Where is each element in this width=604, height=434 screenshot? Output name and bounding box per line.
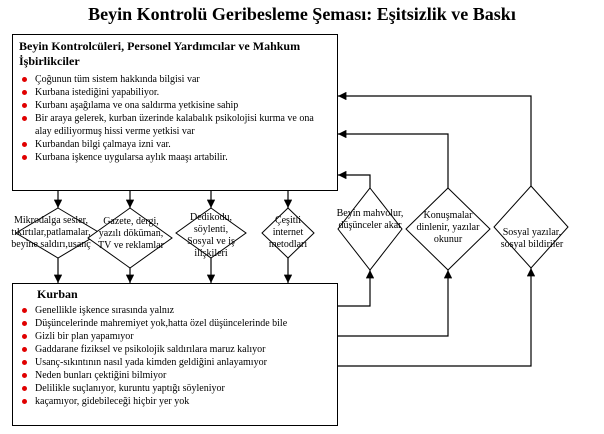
controllers-item: Kurbana istediğini yapabiliyor. bbox=[19, 86, 331, 99]
channel-label-microwave: Mikrodalga sesler, tıkırtılar,patlamalar… bbox=[11, 215, 91, 250]
feedback-label-speech: Konuşmalar dinlenir, yazılar okunur bbox=[416, 210, 480, 245]
diagram-title: Beyin Kontrolü Geribesleme Şeması: Eşits… bbox=[88, 4, 516, 24]
victim-item: Usanç-sıkıntının nasıl yada kimden geldi… bbox=[19, 356, 331, 369]
victim-item: Gaddarane fiziksel ve psikolojik saldırı… bbox=[19, 343, 331, 356]
feedback-line-2-a bbox=[338, 270, 453, 337]
feedback-line-3-b bbox=[338, 91, 532, 186]
feedback-label-brain: Beyin mahvolur, düşünceler akar bbox=[336, 208, 404, 231]
channel-label-media: Gazete, dergi, yazılı döküman, TV ve rek… bbox=[98, 216, 164, 251]
controllers-item: Bir araya gelerek, kurban üzerinde kalab… bbox=[19, 112, 331, 138]
controllers-item: Kurbana işkence uygularsa aylık maaşı ar… bbox=[19, 151, 331, 164]
feedback-line-3-a bbox=[338, 268, 536, 367]
feedback-line-1-a bbox=[338, 270, 375, 307]
victim-box: Kurban Genellikle işkence sırasında yaln… bbox=[12, 283, 338, 426]
victim-item: Genellikle işkence sırasında yalnız bbox=[19, 304, 331, 317]
controllers-item: Kurbandan bilgi çalmaya izni var. bbox=[19, 138, 331, 151]
diamond-down-3 bbox=[175, 207, 247, 259]
controllers-item: Çoğunun tüm sistem hakkında bilgisi var bbox=[19, 73, 331, 86]
feedback-line-2-b bbox=[338, 129, 449, 188]
diamond-down-2 bbox=[87, 207, 173, 269]
diamond-down-1 bbox=[15, 207, 101, 259]
victim-item: kaçamıyor, gidebileceği hiçbir yer yok bbox=[19, 395, 331, 408]
victim-item: Gizli bir plan yapamıyor bbox=[19, 330, 331, 343]
diamond-up-3 bbox=[493, 185, 569, 269]
diamond-up-2 bbox=[405, 187, 491, 271]
feedback-label-social: Sosyal yazılar, sosyal bildiriler bbox=[500, 227, 564, 250]
channel-label-gossip: Dedikodu, söylenti, Sosyal ve iş ilişkil… bbox=[187, 212, 235, 259]
feedback-line-1-b bbox=[338, 170, 371, 188]
controllers-box: Beyin Kontrolcüleri, Personel Yardımcıla… bbox=[12, 34, 338, 191]
victim-item: Düşüncelerinde mahremiyet yok,hatta özel… bbox=[19, 317, 331, 330]
controllers-header: Beyin Kontrolcüleri, Personel Yardımcıla… bbox=[19, 39, 301, 68]
controllers-item: Kurbanı aşağılama ve ona saldırma yetkis… bbox=[19, 99, 331, 112]
victim-header: Kurban bbox=[37, 287, 78, 301]
diamond-up-1 bbox=[337, 187, 403, 271]
diamond-down-4 bbox=[261, 207, 315, 259]
channel-label-internet: Çeşitli internet metodları bbox=[268, 215, 308, 250]
victim-item: Delilikle suçlanıyor, kuruntu yaptığı sö… bbox=[19, 382, 331, 395]
victim-item: Neden bunları çektiğini bilmiyor bbox=[19, 369, 331, 382]
